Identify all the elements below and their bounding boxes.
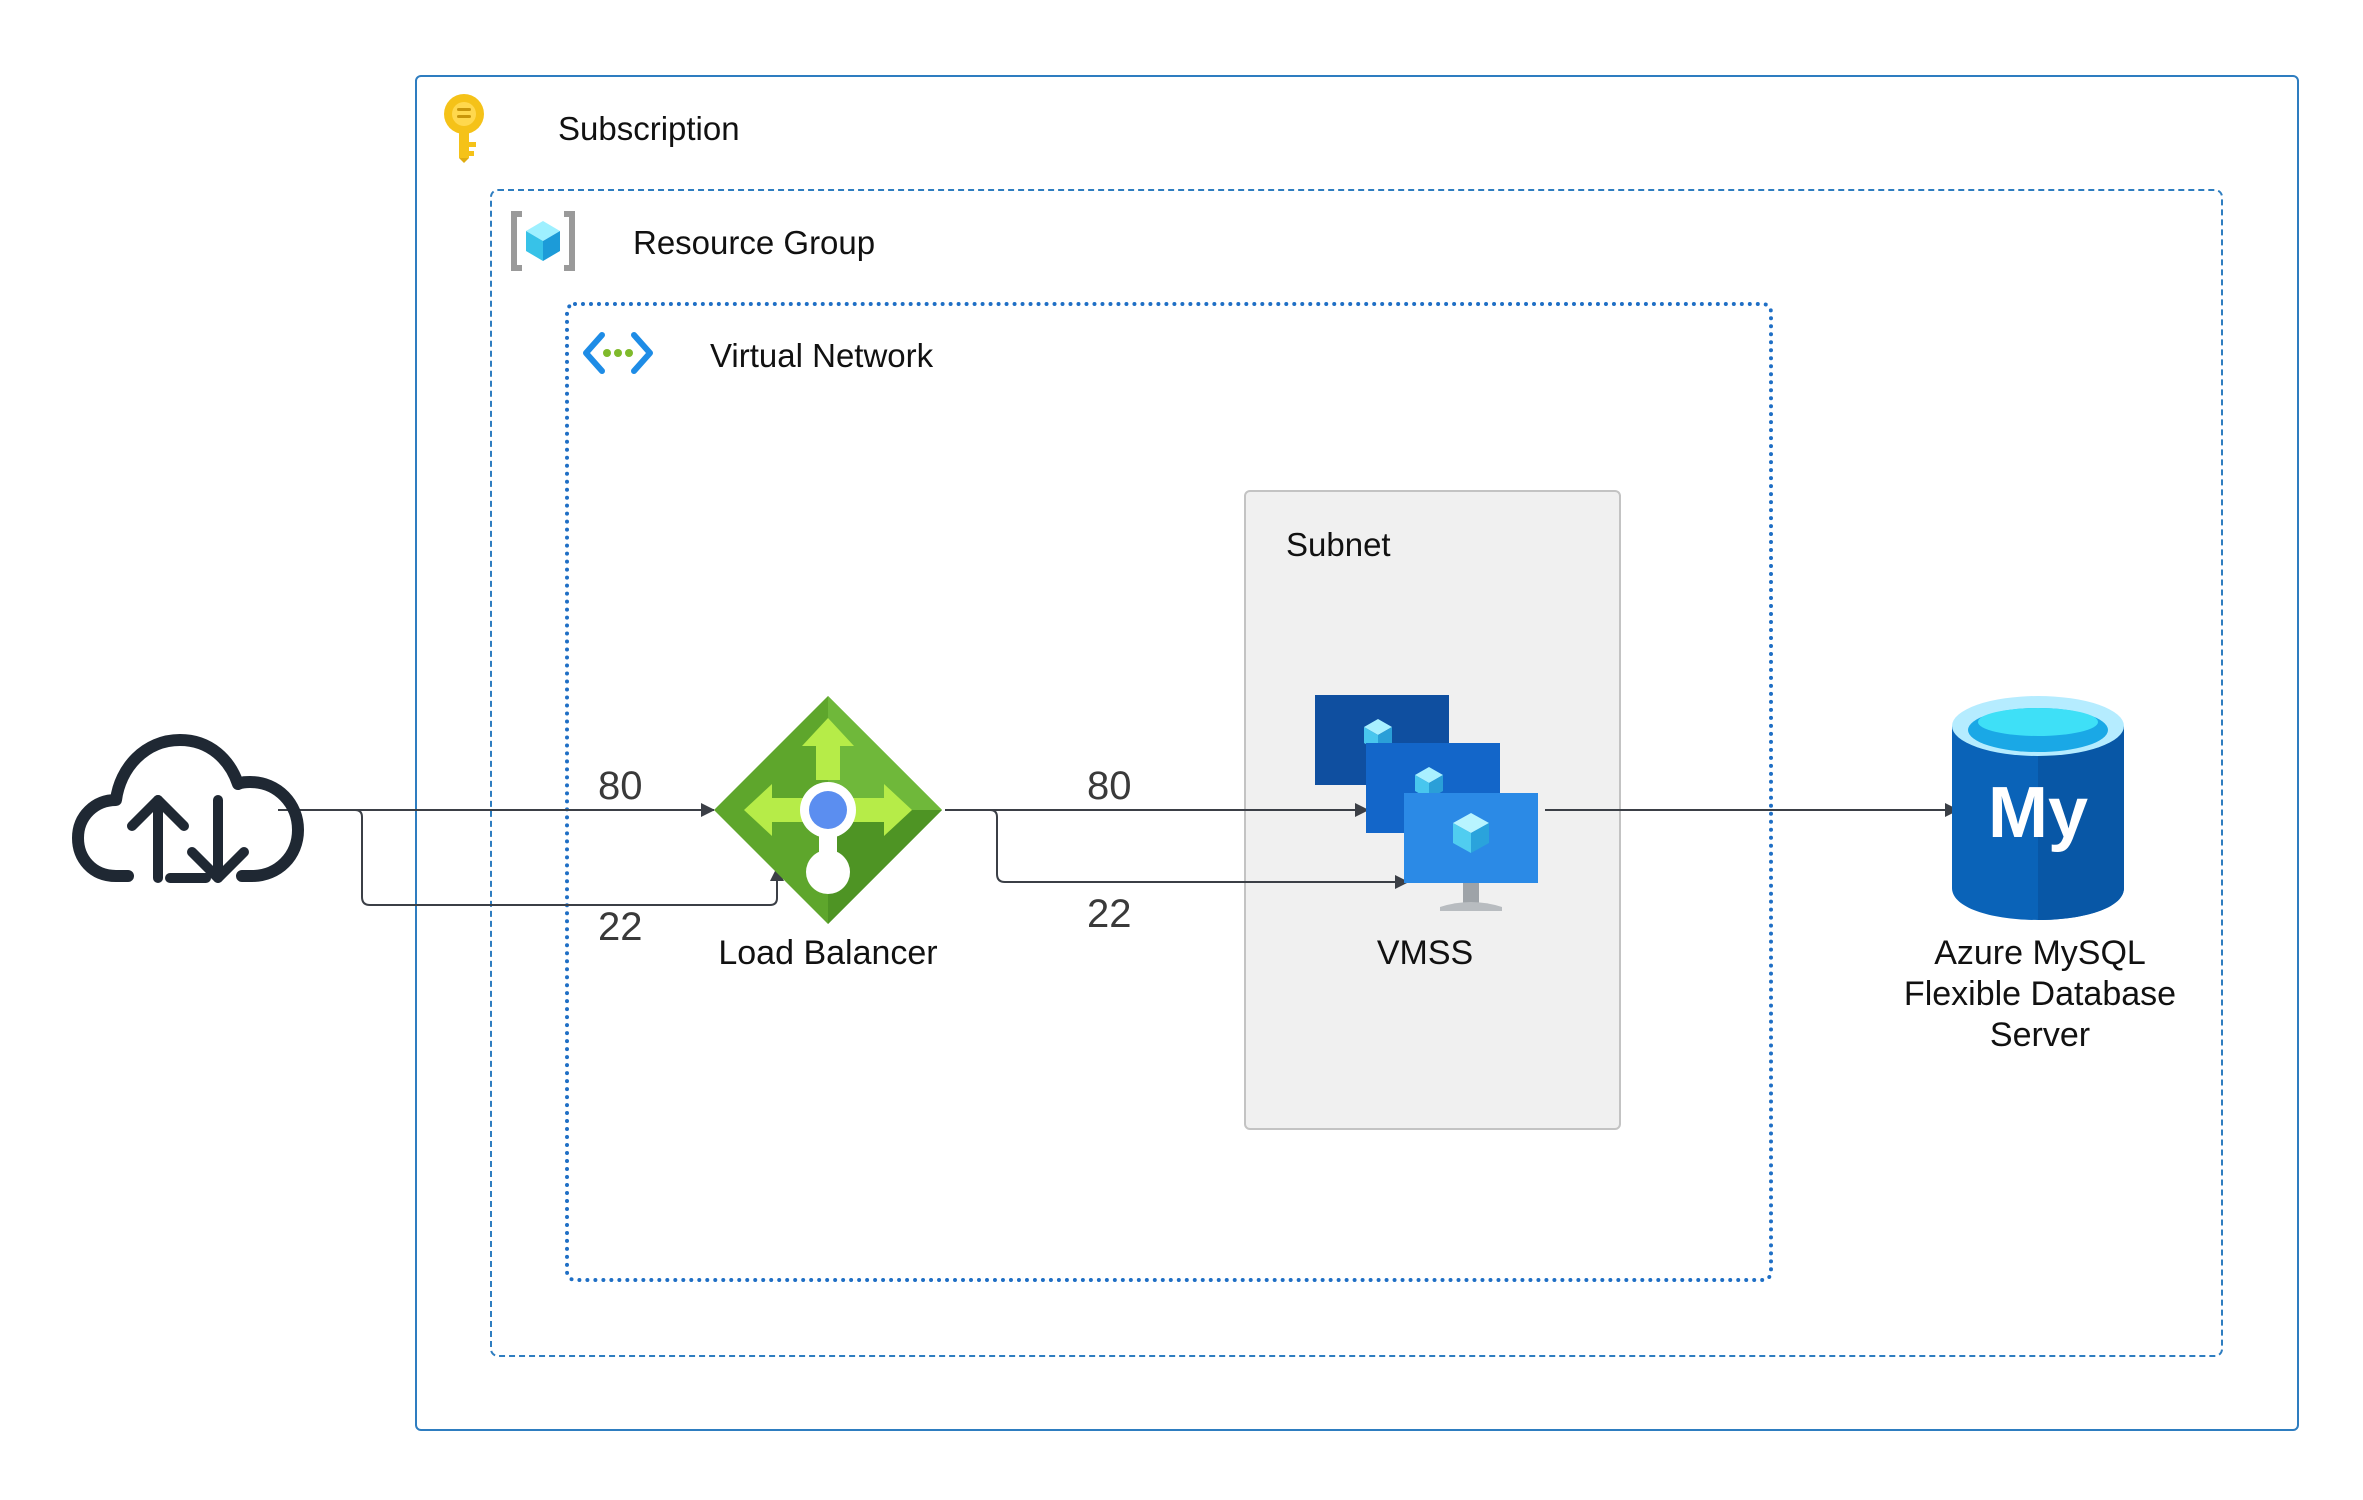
subscription-container [415,75,2299,1431]
mysql-label: Azure MySQL Flexible Database Server [1880,933,2200,1056]
virtual-network-container [565,302,1773,1282]
key-icon [444,94,484,163]
edge-internet-lb-ssh [278,809,784,906]
vmss-label: VMSS [1376,934,1474,972]
load-balancer-icon [714,696,942,924]
subscription-label: Subscription [558,110,740,147]
virtual-network-icon [583,332,653,374]
virtual-network-label: Virtual Network [710,337,934,374]
resource-group-icon [511,211,575,271]
port-label-internet-http: 80 [598,764,643,808]
port-label-vmss-ssh: 22 [1087,892,1132,936]
mysql-database-icon: My [1952,696,2124,920]
port-label-internet-ssh: 22 [598,905,643,949]
resource-group-container [490,189,2223,1357]
mysql-label-line1: Azure MySQL [1934,934,2146,972]
mysql-label-line2: Flexible Database [1903,975,2177,1013]
cloud-upload-download-icon [72,734,304,883]
mysql-label-line3: Server [1989,1016,2091,1054]
load-balancer-label: Load Balancer [718,934,938,972]
port-label-vmss-http: 80 [1087,764,1132,808]
resource-group-label: Resource Group [633,224,876,261]
edge-lb-vmss-ssh [945,809,1409,889]
vmss-icon [1315,695,1538,911]
subnet-label: Subnet [1286,526,1391,563]
mysql-icon-text: My [1988,773,2088,853]
